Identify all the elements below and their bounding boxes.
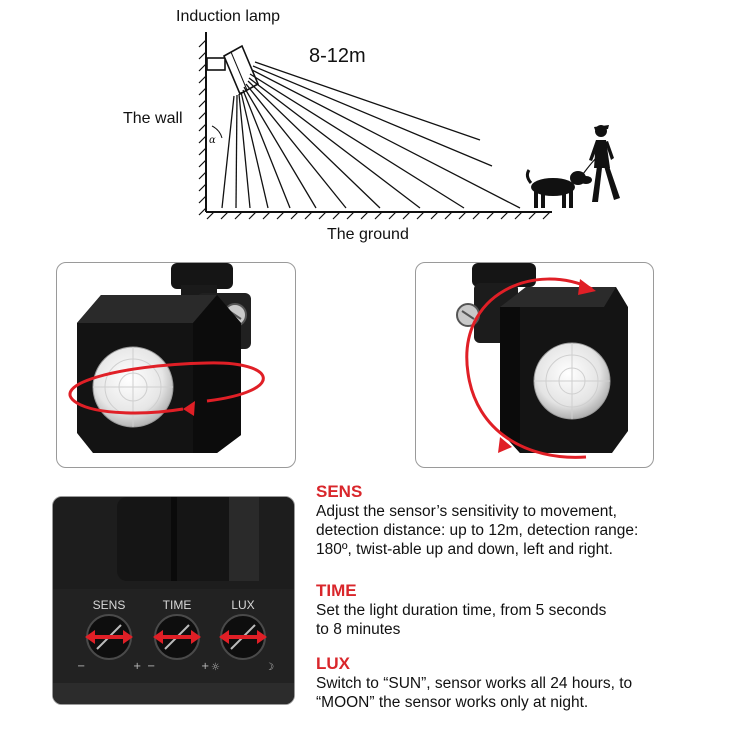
time-minus-mark: − [147,661,155,672]
detection-beams [221,61,521,209]
lamp-label: Induction lamp [176,8,281,25]
lux-line: “MOON” the sensor works only at night. [316,694,589,711]
time-plus-mark: + [201,661,209,672]
lux-heading: LUX [316,654,350,673]
sens-minus-mark: − [77,661,85,672]
dog-icon [525,169,592,208]
walker-icon [589,125,620,202]
sens-section: SENS Adjust the sensor’s sensitivity to … [316,482,736,559]
vertical-rotation-arrow [465,277,593,459]
mount-bracket [472,263,536,287]
moon-icon: ☽ [265,662,274,673]
distance-label: 8-12m [309,45,366,67]
mount-bracket [117,497,245,581]
sun-icon: ☼ [211,662,220,673]
sens-line: 180º, twist-able up and down, left and r… [316,541,613,558]
lux-line: Switch to “SUN”, sensor works all 24 hou… [316,675,633,692]
knob-label-sens: SENS [93,598,126,612]
knob-label-time: TIME [163,598,192,612]
lux-section: LUX Switch to “SUN”, sensor works all 24… [316,654,736,712]
knob-label-lux: LUX [231,598,254,612]
sensor-rotation-vertical-photo [415,262,654,468]
ground [206,211,552,220]
sens-line: Adjust the sensor’s sensitivity to movem… [316,503,617,520]
lux-knob[interactable] [219,614,267,660]
detection-diagram: α [198,32,620,220]
time-line: to 8 minutes [316,621,401,638]
horizontal-rotation-arrow [68,361,265,415]
angle-symbol: α [209,135,216,146]
induction-lamp-icon [206,44,260,96]
sensor-rotation-horizontal-photo [56,262,296,468]
time-knob[interactable] [153,614,201,660]
sens-plus-mark: + [133,661,141,672]
sens-knob[interactable] [85,614,133,660]
control-knobs-photo: SENS TIME LUX − + − + [52,496,295,705]
wall [198,32,207,216]
wall-label: The wall [123,110,183,127]
sens-line: detection distance: up to 12m, detection… [316,522,639,539]
time-section: TIME Set the light duration time, from 5… [316,581,736,639]
ground-label: The ground [327,226,409,243]
angle-arc [211,125,223,139]
time-heading: TIME [316,581,357,600]
mount-bracket [171,263,233,289]
time-line: Set the light duration time, from 5 seco… [316,602,607,619]
sens-heading: SENS [316,482,363,501]
